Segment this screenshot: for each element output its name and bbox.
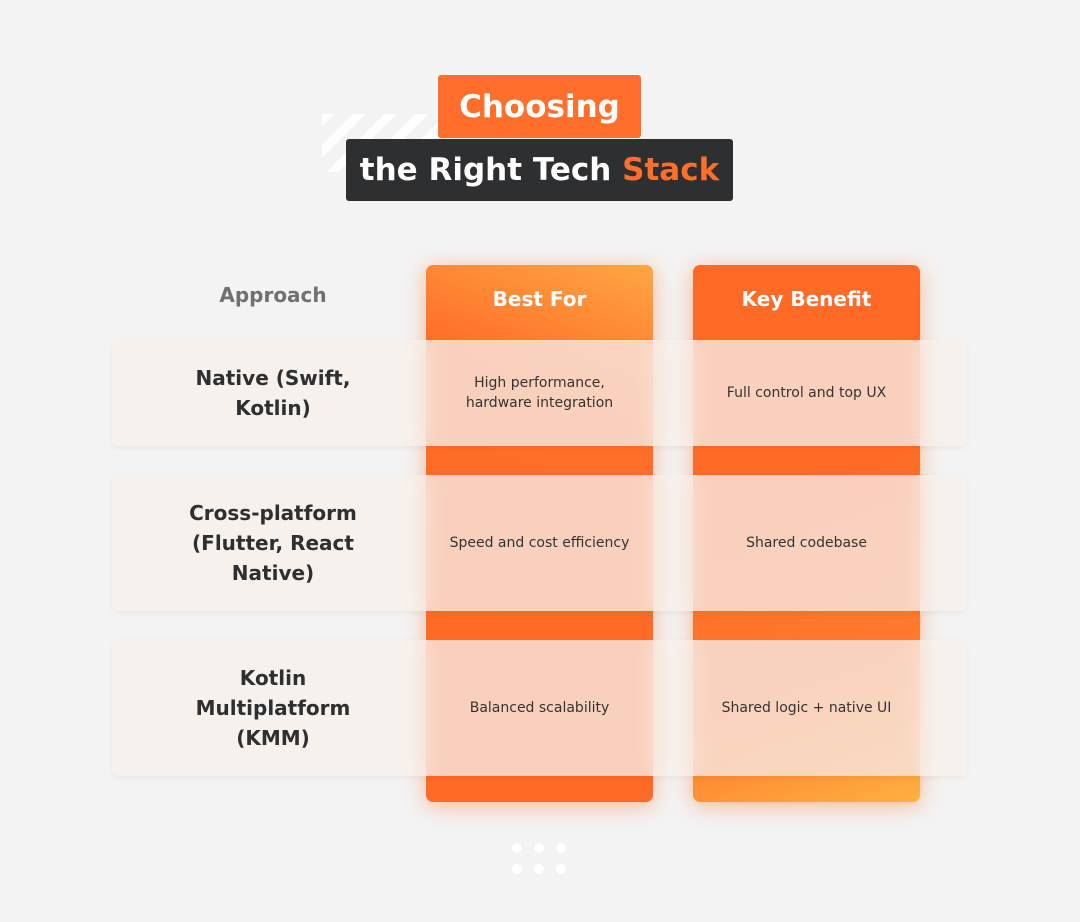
title-text-1: Choosing: [459, 88, 620, 125]
best-for-cell: High performance, hardware integration: [426, 340, 653, 446]
title-accent: Stack: [622, 152, 720, 188]
decorative-dots: [512, 843, 570, 874]
key-benefit-cell: Shared logic + native UI: [693, 640, 920, 776]
title-line-1: Choosing: [438, 75, 641, 138]
approach-cell: Native (Swift, Kotlin): [195, 366, 351, 420]
dot: [534, 864, 544, 874]
approach-cell: Kotlin Multiplatform (KMM): [195, 666, 351, 750]
dot: [556, 864, 566, 874]
table-row: Cross-platform (Flutter, React Native) S…: [112, 475, 967, 611]
title-line-2: the Right Tech Stack: [346, 139, 733, 201]
header-key-benefit: Key Benefit: [741, 287, 872, 311]
header-best-for: Best For: [492, 287, 587, 311]
dot: [556, 843, 566, 853]
key-benefit-cell: Full control and top UX: [693, 340, 920, 446]
dot: [512, 843, 522, 853]
table-row: Kotlin Multiplatform (KMM) Balanced scal…: [112, 640, 967, 776]
title-text-2: the Right Tech: [359, 152, 623, 188]
key-benefit-cell: Shared codebase: [693, 475, 920, 611]
dot: [534, 843, 544, 853]
best-for-cell: Speed and cost efficiency: [426, 475, 653, 611]
header-approach: Approach: [219, 283, 327, 307]
dot: [512, 864, 522, 874]
best-for-cell: Balanced scalability: [426, 640, 653, 776]
approach-cell: Cross-platform (Flutter, React Native): [189, 501, 357, 585]
table-row: Native (Swift, Kotlin) High performance,…: [112, 340, 967, 446]
